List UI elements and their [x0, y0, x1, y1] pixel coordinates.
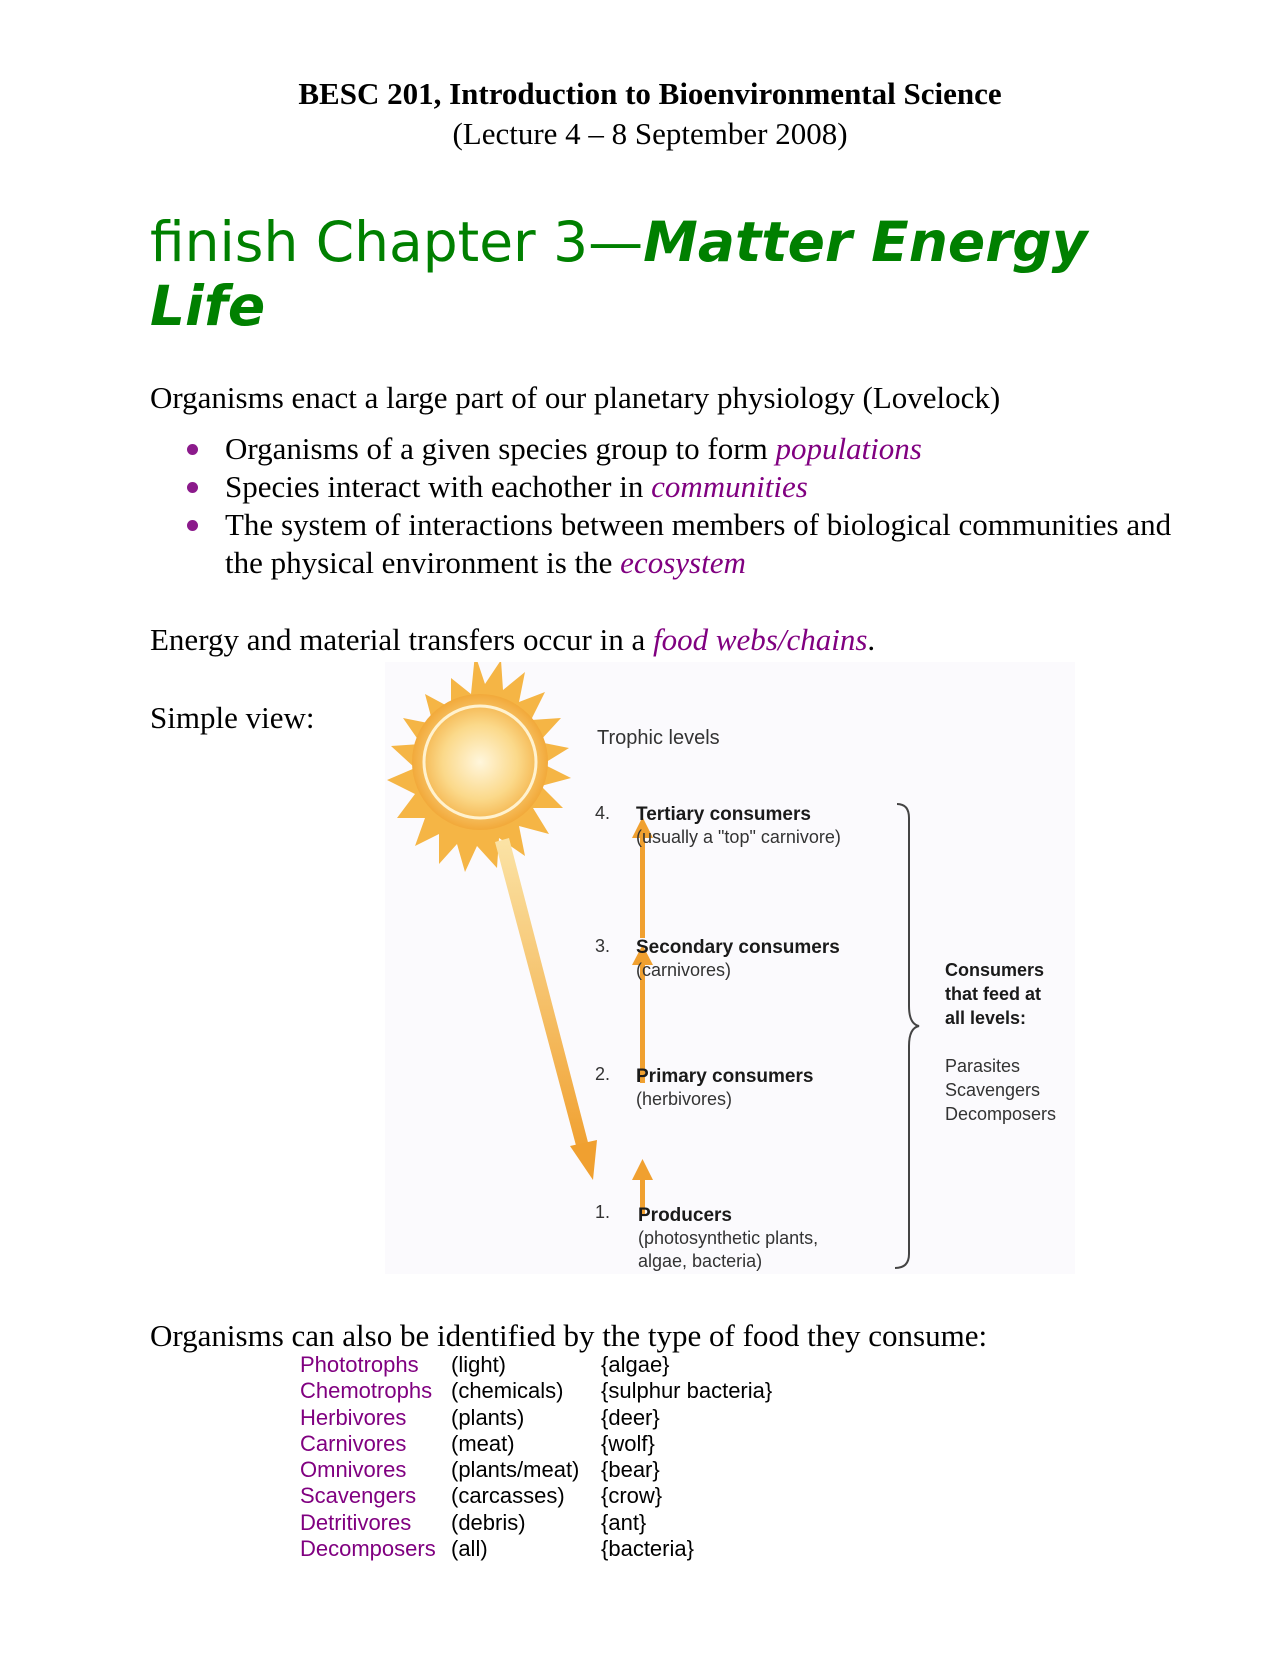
table-row: Herbivores(plants){deer} — [300, 1404, 660, 1430]
list-item: The system of interactions between membe… — [150, 506, 1175, 582]
level-number: 4. — [595, 803, 610, 823]
table-row: Chemotrophs(chemicals){sulphur bacteria} — [300, 1378, 773, 1404]
level-number: 1. — [595, 1202, 610, 1222]
side-item: Parasites — [945, 1056, 1020, 1076]
term-food-webs: food webs/chains — [652, 622, 868, 657]
table-row: Phototrophs(light){algae} — [300, 1352, 670, 1377]
table-row: Omnivores(plants/meat){bear} — [300, 1457, 660, 1483]
side-title: Consumers — [945, 960, 1044, 980]
course-title: BESC 201, Introduction to Bioenvironment… — [298, 76, 1002, 111]
table-row: Carnivores(meat){wolf} — [300, 1430, 655, 1456]
table-row: Decomposers(all){bacteria} — [300, 1536, 694, 1562]
level-name: Secondary consumers — [636, 937, 840, 958]
food-types-table: Phototrophs(light){algae} Chemotrophs(ch… — [300, 1352, 772, 1562]
level-description: (carnivores) — [636, 960, 731, 980]
term-populations: populations — [775, 431, 922, 466]
energy-paragraph: Energy and material transfers occur in a… — [150, 622, 876, 657]
energy-up-arrow — [632, 1159, 653, 1215]
level-name: Producers — [638, 1205, 732, 1226]
side-item: Decomposers — [945, 1104, 1056, 1124]
level-description: (usually a "top" carnivore) — [636, 827, 841, 847]
intro-paragraph: Organisms enact a large part of our plan… — [150, 380, 1001, 415]
term-ecosystem: ecosystem — [620, 545, 746, 580]
level-description: (herbivores) — [636, 1089, 732, 1109]
side-title: all levels: — [945, 1008, 1026, 1028]
level-number: 3. — [595, 936, 610, 956]
trophic-levels-heading: Trophic levels — [597, 727, 720, 749]
trophic-levels-diagram: Trophic levels 4. Tertiary consumers (us… — [385, 662, 1075, 1274]
side-title: that feed at — [945, 984, 1041, 1004]
food-types-intro: Organisms can also be identified by the … — [150, 1318, 988, 1353]
level-number: 2. — [595, 1064, 610, 1084]
energy-up-arrow — [632, 817, 653, 938]
energy-up-arrow — [632, 945, 653, 1083]
lecture-subtitle: (Lecture 4 – 8 September 2008) — [452, 116, 848, 151]
table-row: Detritivores(debris){ant} — [300, 1509, 647, 1535]
level-description: algae, bacteria) — [638, 1251, 762, 1271]
bullet-icon — [187, 520, 198, 531]
list-item: Species interact with eachother in commu… — [150, 468, 1175, 506]
simple-view-label: Simple view: — [150, 700, 315, 735]
chapter-prefix: finish Chapter 3— — [150, 210, 644, 274]
bullet-icon — [187, 444, 198, 455]
level-description: (photosynthetic plants, — [638, 1228, 818, 1248]
list-item: Organisms of a given species group to fo… — [150, 430, 1175, 468]
sunlight-arrow — [495, 838, 597, 1180]
chapter-emphasis: Matter Energy Life — [150, 210, 1088, 338]
term-communities: communities — [651, 469, 808, 504]
side-item: Scavengers — [945, 1080, 1040, 1100]
brace-icon — [894, 803, 920, 1269]
level-name: Primary consumers — [636, 1066, 813, 1087]
sun-icon — [387, 662, 571, 872]
table-row: Scavengers(carcasses){crow} — [300, 1483, 663, 1509]
level-name: Tertiary consumers — [636, 804, 811, 825]
intro-bullet-list: Organisms of a given species group to fo… — [150, 430, 1175, 582]
chapter-heading: finish Chapter 3—Matter Energy Life — [150, 210, 1130, 338]
bullet-icon — [187, 482, 198, 493]
